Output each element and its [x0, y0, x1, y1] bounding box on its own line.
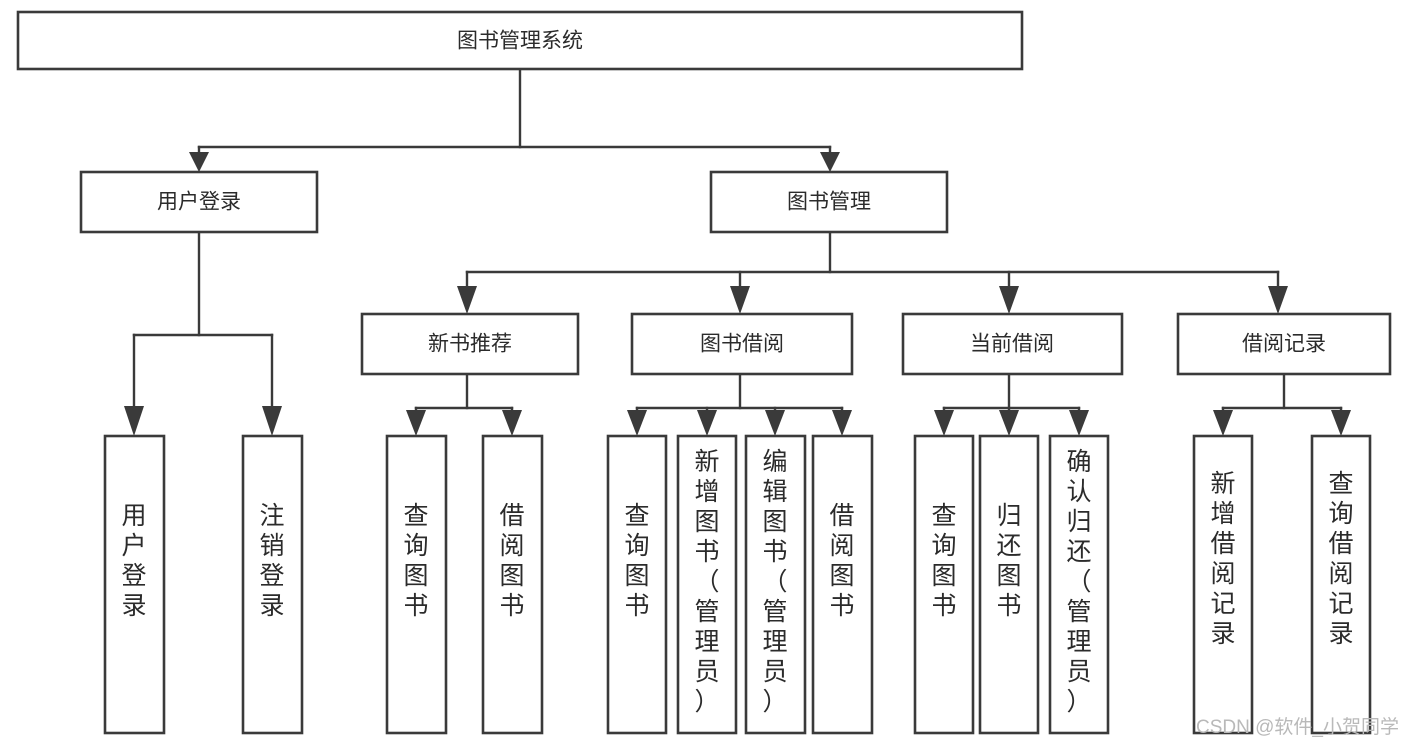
node-leaf-query-borrow-record-box[interactable]	[1310, 434, 1372, 735]
node-root-label: 图书管理系统	[457, 30, 583, 53]
arrowhead-leaf-query-book-rec	[406, 410, 426, 436]
node-leaf-borrow-book-box[interactable]	[811, 434, 874, 735]
node-leaf-query-borrow-record[interactable]: 查询借阅记录	[1310, 434, 1372, 735]
node-leaf-user-login-box[interactable]	[103, 434, 166, 735]
arrowhead-leaf-add-borrow-record	[1213, 410, 1233, 436]
arrowhead-leaf-add-book	[697, 410, 717, 436]
node-leaf-confirm-return-box[interactable]	[1048, 434, 1110, 735]
node-user-login[interactable]: 用户登录	[79, 170, 319, 234]
node-leaf-add-borrow-record-label: 新增借阅记录	[1210, 470, 1235, 648]
arrowhead-leaf-query-book-current	[934, 410, 954, 436]
arrowhead-new-book-recommend	[457, 286, 477, 314]
node-leaf-borrow-book-label: 借阅图书	[829, 502, 854, 620]
node-borrow-record[interactable]: 借阅记录	[1176, 312, 1392, 376]
arrowhead-leaf-return-book	[999, 410, 1019, 436]
arrowhead-user-login	[189, 152, 209, 172]
node-current-borrow-box[interactable]	[901, 312, 1124, 376]
arrowhead-book-management	[820, 152, 840, 172]
node-leaf-borrow-book-rec[interactable]: 借阅图书	[481, 434, 544, 735]
node-leaf-borrow-book-rec-box[interactable]	[481, 434, 544, 735]
node-new-book-recommend[interactable]: 新书推荐	[360, 312, 580, 376]
arrowhead-leaf-query-borrow-record	[1331, 410, 1351, 436]
node-book-management[interactable]: 图书管理	[709, 170, 949, 234]
node-leaf-query-book-current-label: 查询图书	[931, 502, 956, 620]
node-current-borrow-label: 当前借阅	[970, 333, 1054, 356]
node-leaf-query-book-rec[interactable]: 查询图书	[385, 434, 448, 735]
node-leaf-user-login[interactable]: 用户登录	[103, 434, 166, 735]
arrowhead-leaf-query-book-borrow	[627, 410, 647, 436]
node-user-login-box[interactable]	[79, 170, 319, 234]
node-leaf-query-book-borrow-label: 查询图书	[624, 502, 649, 620]
node-borrow-record-label: 借阅记录	[1242, 333, 1326, 356]
node-leaf-query-book-current[interactable]: 查询图书	[913, 434, 975, 735]
node-book-borrow-box[interactable]	[630, 312, 854, 376]
node-leaf-return-book-box[interactable]	[978, 434, 1040, 735]
node-leaf-edit-book[interactable]: 编辑图书（管理员）	[744, 434, 807, 735]
node-book-borrow[interactable]: 图书借阅	[630, 312, 854, 376]
node-leaf-return-book[interactable]: 归还图书	[978, 434, 1040, 735]
node-leaf-confirm-return[interactable]: 确认归还（管理员）	[1048, 434, 1110, 735]
node-borrow-record-box[interactable]	[1176, 312, 1392, 376]
node-leaf-query-borrow-record-label: 查询借阅记录	[1328, 470, 1353, 648]
node-root[interactable]: 图书管理系统	[16, 10, 1024, 71]
node-leaf-edit-book-box[interactable]	[744, 434, 807, 735]
csdn-watermark: CSDN @软件_小贺同学	[1196, 716, 1399, 738]
node-leaf-add-book[interactable]: 新增图书（管理员）	[676, 434, 738, 735]
node-leaf-query-book-borrow[interactable]: 查询图书	[606, 434, 668, 735]
node-leaf-add-book-label: 新增图书（管理员）	[694, 448, 719, 716]
arrowhead-leaf-borrow-book	[832, 410, 852, 436]
arrowhead-borrow-record	[1268, 286, 1288, 314]
node-leaf-add-borrow-record-box[interactable]	[1192, 434, 1254, 735]
node-leaf-borrow-book[interactable]: 借阅图书	[811, 434, 874, 735]
node-book-borrow-label: 图书借阅	[700, 333, 784, 356]
node-leaf-add-borrow-record[interactable]: 新增借阅记录	[1192, 434, 1254, 735]
node-leaf-query-book-rec-label: 查询图书	[403, 502, 428, 620]
node-leaf-confirm-return-label: 确认归还（管理员）	[1066, 448, 1091, 716]
arrowhead-leaf-user-login	[124, 406, 144, 436]
node-leaf-user-login-label: 用户登录	[121, 502, 146, 620]
node-leaf-query-book-rec-box[interactable]	[385, 434, 448, 735]
node-leaf-query-book-borrow-box[interactable]	[606, 434, 668, 735]
arrowhead-current-borrow	[999, 286, 1019, 314]
node-leaf-add-book-box[interactable]	[676, 434, 738, 735]
node-new-book-recommend-label: 新书推荐	[428, 333, 512, 356]
node-leaf-logout[interactable]: 注销登录	[241, 434, 304, 735]
node-leaf-logout-label: 注销登录	[259, 502, 284, 620]
node-current-borrow[interactable]: 当前借阅	[901, 312, 1124, 376]
node-book-management-label: 图书管理	[787, 191, 871, 214]
arrowhead-leaf-edit-book	[765, 410, 785, 436]
node-leaf-edit-book-label: 编辑图书（管理员）	[762, 448, 787, 716]
node-leaf-logout-box[interactable]	[241, 434, 304, 735]
node-leaf-return-book-label: 归还图书	[996, 502, 1021, 620]
node-leaf-query-book-current-box[interactable]	[913, 434, 975, 735]
arrowhead-leaf-logout	[262, 406, 282, 436]
arrowhead-book-borrow	[730, 286, 750, 314]
node-book-management-box[interactable]	[709, 170, 949, 234]
arrowhead-leaf-borrow-book-rec	[502, 410, 522, 436]
node-user-login-label: 用户登录	[157, 191, 241, 214]
node-leaf-borrow-book-rec-label: 借阅图书	[499, 502, 524, 620]
node-new-book-recommend-box[interactable]	[360, 312, 580, 376]
node-root-box[interactable]	[16, 10, 1024, 71]
connector-layer	[124, 67, 1351, 436]
arrowhead-leaf-confirm-return	[1069, 410, 1089, 436]
